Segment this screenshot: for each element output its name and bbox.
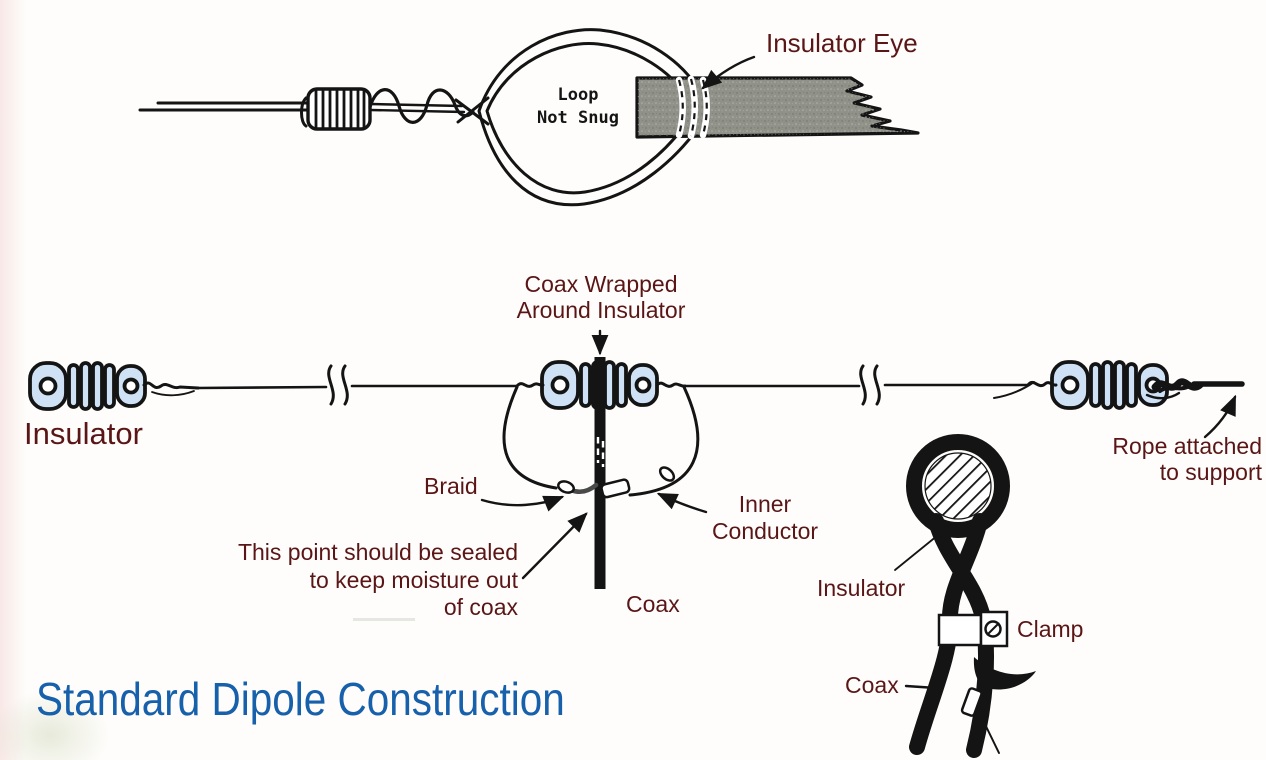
left-insulator	[28, 361, 200, 411]
wire-attachment-diagram	[138, 28, 920, 207]
loop-not-snug-note: Loop Not Snug	[537, 85, 619, 128]
braid-connection	[557, 466, 676, 499]
feed-wire	[138, 96, 312, 128]
seal-point-arrow	[521, 512, 588, 580]
dipole-antenna-diagram	[28, 329, 1245, 589]
rope-label: Rope attached to support	[1112, 433, 1262, 486]
detail-insulator-label: Insulator	[817, 575, 906, 601]
page-title: Standard Dipole Construction	[36, 673, 565, 725]
insulator-pointer-line	[894, 526, 949, 571]
insulator-eye-arrow	[701, 55, 756, 90]
right-insulator	[993, 360, 1169, 410]
clamp	[937, 610, 1009, 648]
hatched-insulator	[924, 452, 992, 520]
wire-break-marks	[327, 364, 881, 406]
coax-pointer-line	[904, 684, 938, 690]
inner-conductor-hook	[960, 657, 1036, 754]
wire-coil	[306, 87, 372, 131]
rope-knot	[1145, 378, 1245, 400]
loose-wraps	[368, 88, 490, 126]
coax-strain-relief-detail	[894, 434, 1036, 758]
coax-wrapped-label: Coax Wrapped Around Insulator	[516, 271, 686, 323]
inner-conductor-arrow	[656, 492, 708, 514]
inner-conductor-label: Inner Conductor	[711, 491, 819, 545]
detail-coax-label: Coax	[845, 672, 899, 698]
braid-arrow	[480, 495, 565, 512]
center-insulator	[515, 360, 687, 410]
clamp-label: Clamp	[1017, 616, 1084, 642]
braid-label: Braid	[424, 473, 478, 499]
coax-cable	[594, 357, 606, 589]
insulator-eye-label: Insulator Eye	[766, 28, 918, 58]
rope-arrow	[1203, 394, 1237, 439]
antenna-wire	[194, 383, 1030, 390]
faint-pencil-line	[353, 618, 415, 621]
coax-droop-loop	[502, 385, 700, 497]
seal-note: This point should be sealed to keep mois…	[237, 539, 518, 621]
main-insulator-label: Insulator	[24, 416, 143, 451]
main-coax-label: Coax	[626, 591, 680, 617]
